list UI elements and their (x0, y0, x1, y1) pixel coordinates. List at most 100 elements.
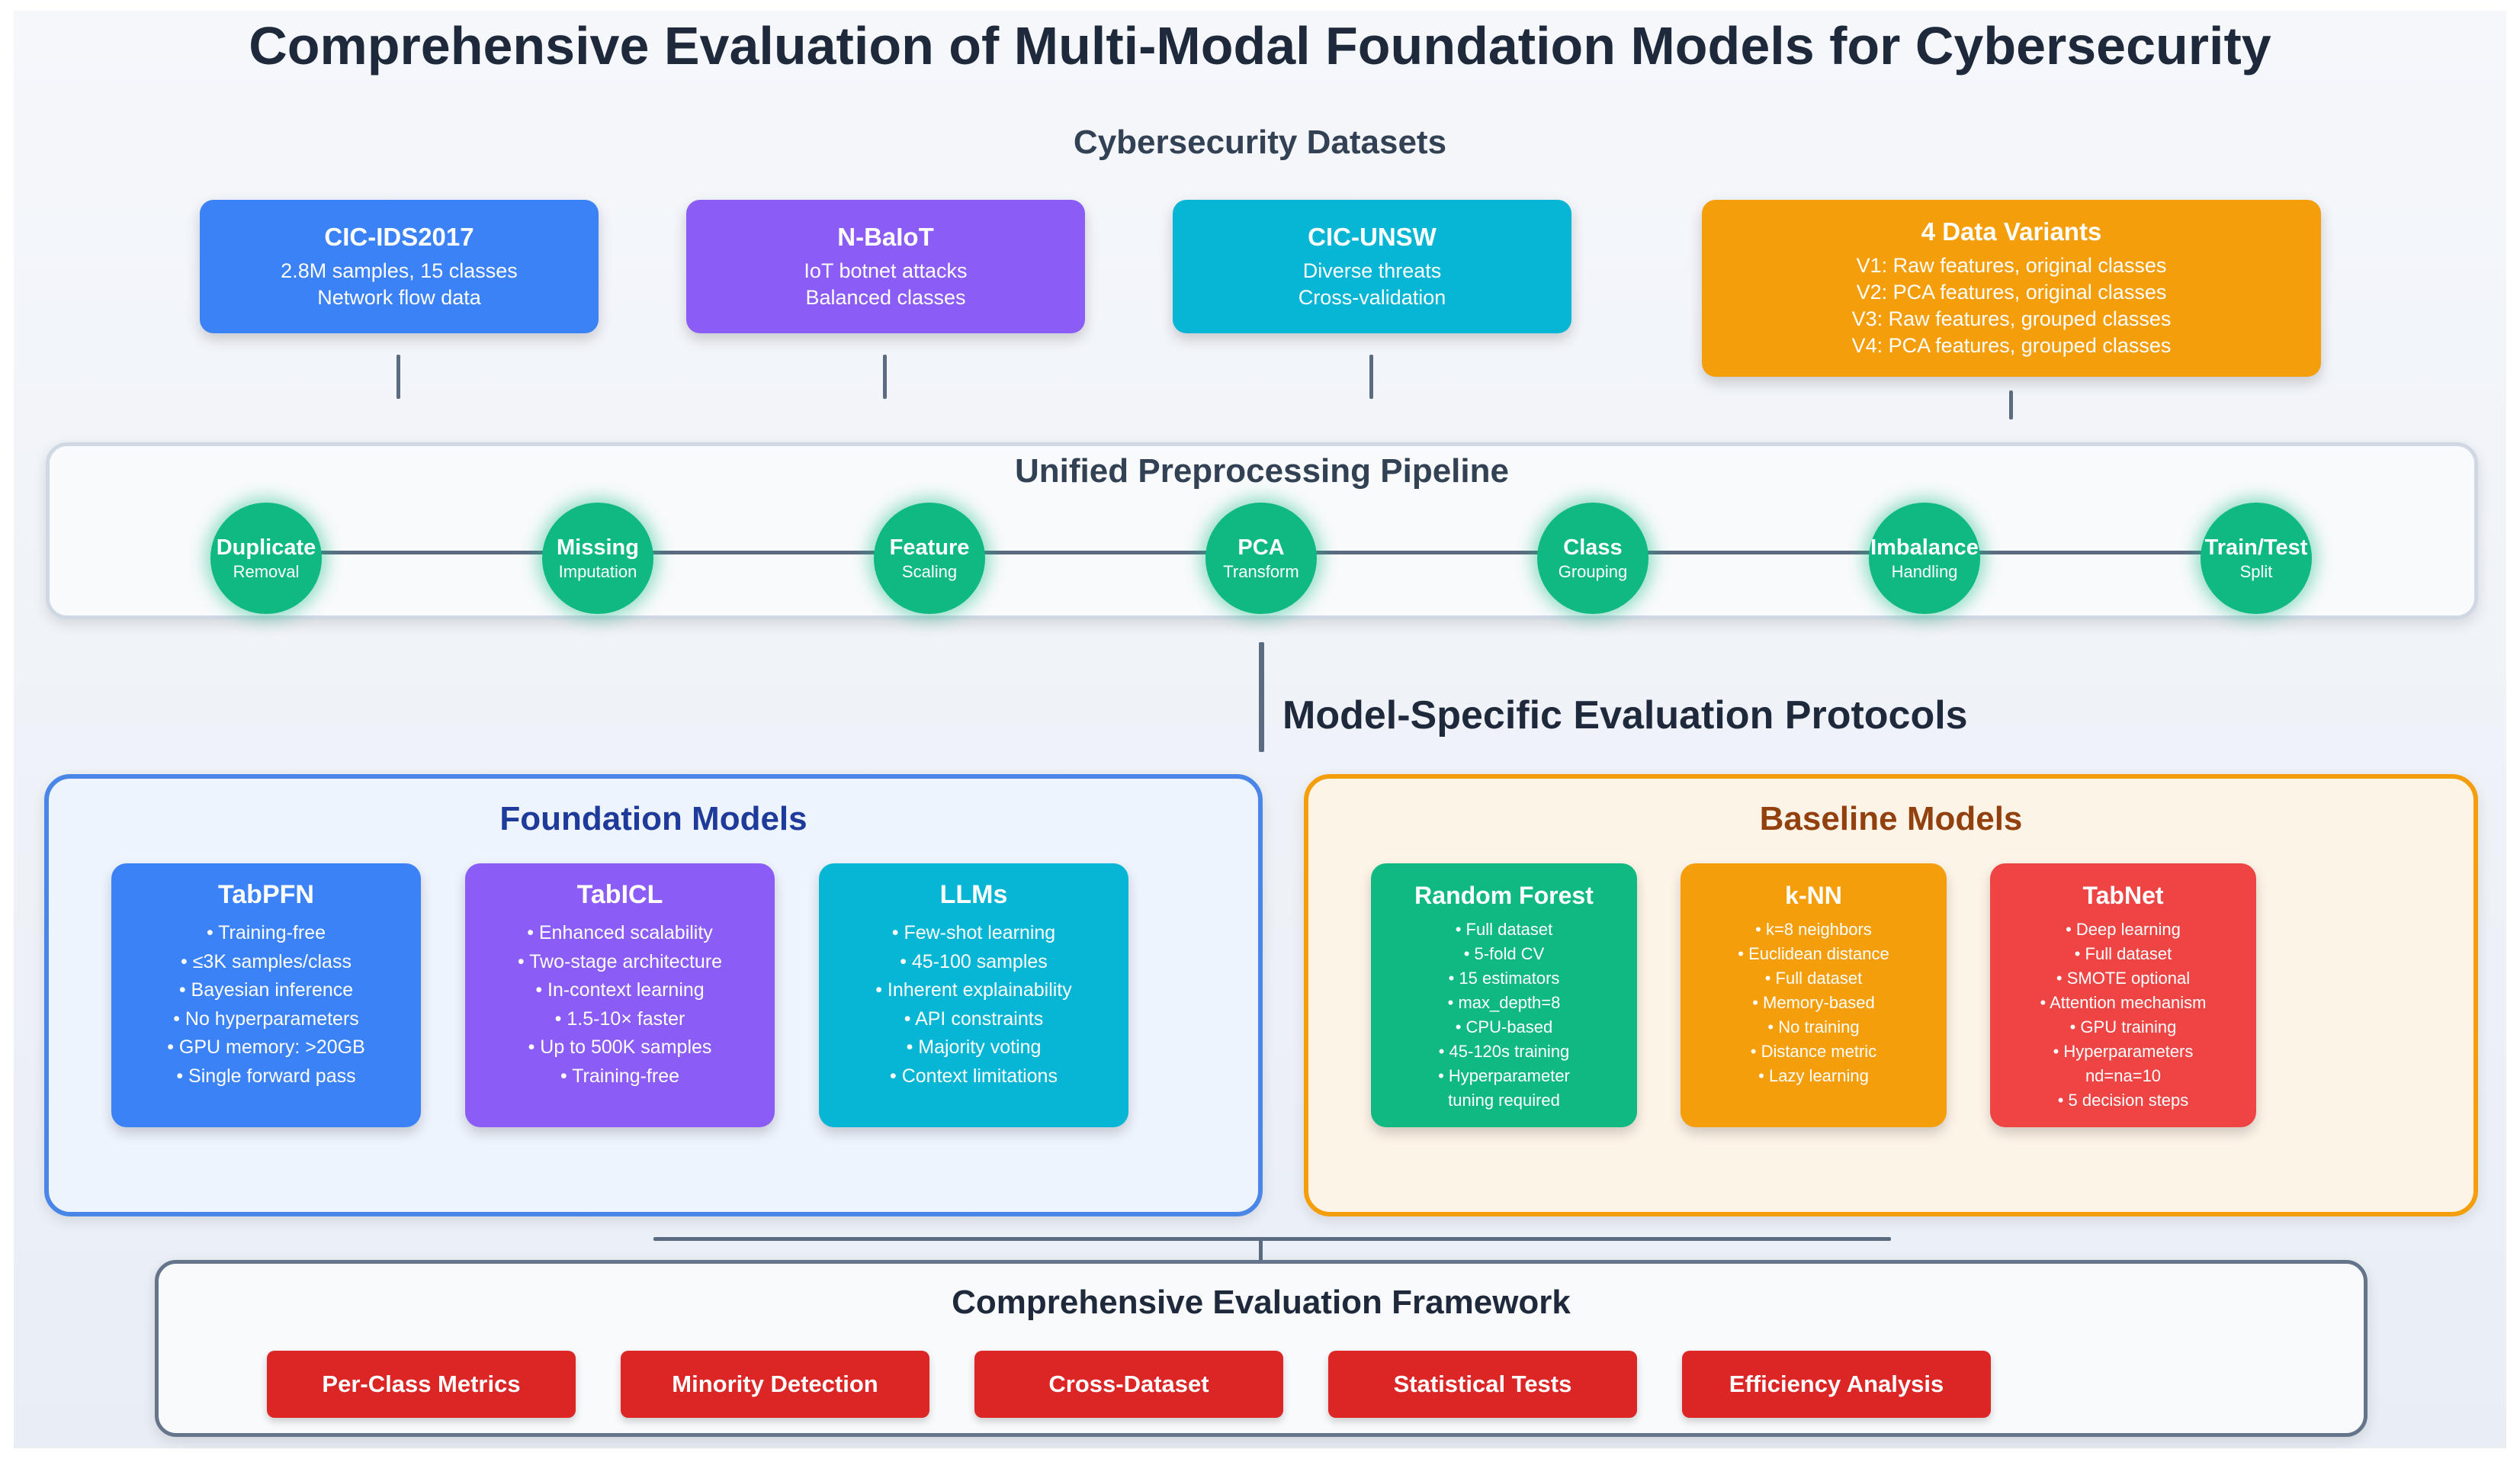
model-feature: • Lazy learning (1758, 1066, 1869, 1085)
step-name: Class (1563, 535, 1623, 560)
model-feature: • Bayesian inference (178, 979, 354, 1001)
model-feature: • Context limitations (890, 1065, 1058, 1087)
step-sub: Scaling (901, 561, 958, 581)
model-feature: • No training (1767, 1017, 1860, 1036)
model-feature: • Deep learning (2066, 920, 2181, 939)
model-feature: • Few-shot learning (891, 922, 1056, 943)
model-feature: • Enhanced scalability (527, 922, 713, 943)
data-variants-box: 4 Data Variants V1: Raw features, origin… (1702, 200, 2321, 377)
model-feature: • Training-free (560, 1065, 680, 1087)
connector-line (1259, 1237, 1263, 1261)
model-feature: • Memory-based (1752, 993, 1875, 1012)
dataset-line: Network flow data (317, 285, 481, 309)
variant-line: V4: PCA features, grouped classes (1851, 334, 2172, 357)
metric-efficiency-analysis: Efficiency Analysis (1682, 1351, 1991, 1418)
model-feature: • Hyperparameter (1438, 1066, 1570, 1085)
step-sub: Imputation (558, 561, 637, 581)
page-title: Comprehensive Evaluation of Multi-Modal … (249, 16, 2271, 76)
model-feature: • CPU-based (1455, 1017, 1553, 1036)
connector-line (2009, 390, 2013, 419)
evaluation-title: Comprehensive Evaluation Framework (952, 1284, 1571, 1321)
model-feature: • Two-stage architecture (517, 950, 723, 972)
variant-line: V3: Raw features, grouped classes (1851, 307, 2172, 330)
model-card-tabpfn: TabPFN • Training-free • ≤3K samples/cla… (111, 863, 421, 1127)
model-feature: nd=na=10 (2085, 1066, 2162, 1085)
model-feature: • Distance metric (1750, 1042, 1877, 1061)
model-feature: • GPU training (2069, 1017, 2177, 1036)
model-name: TabPFN (218, 880, 314, 909)
model-feature: • No hyperparameters (173, 1007, 359, 1030)
step-name: Feature (889, 535, 970, 560)
protocols-label: Model-Specific Evaluation Protocols (1282, 693, 1968, 738)
model-card-random-forest: Random Forest • Full dataset • 5-fold CV… (1371, 863, 1637, 1127)
pipeline-step-missing-imputation: Missing Imputation (542, 503, 653, 614)
model-name: Random Forest (1414, 882, 1594, 909)
pipeline-step-train-test-split: Train/Test Split (2201, 503, 2312, 614)
dataset-line: Balanced classes (805, 285, 966, 309)
model-feature: • Euclidean distance (1738, 944, 1889, 963)
metric-per-class: Per-Class Metrics (267, 1351, 576, 1418)
connector-line (396, 355, 400, 399)
model-feature: • Inherent explainability (875, 979, 1072, 1001)
model-feature: • 1.5-10× faster (554, 1007, 685, 1030)
step-name: Missing (557, 535, 639, 560)
metric-statistical-tests: Statistical Tests (1328, 1351, 1637, 1418)
dataset-name: CIC-UNSW (1308, 222, 1437, 251)
model-feature: • SMOTE optional (2056, 969, 2191, 988)
model-feature: • 45-120s training (1438, 1042, 1570, 1061)
model-feature: • GPU memory: >20GB (167, 1036, 365, 1058)
dataset-name: N-BaIoT (837, 222, 934, 251)
variant-line: V2: PCA features, original classes (1856, 281, 2167, 304)
model-name: k-NN (1785, 882, 1842, 909)
model-card-knn: k-NN • k=8 neighbors • Euclidean distanc… (1681, 863, 1947, 1127)
variants-title: 4 Data Variants (1921, 217, 2102, 246)
model-feature: • Majority voting (906, 1036, 1042, 1058)
pipeline-step-feature-scaling: Feature Scaling (874, 503, 985, 614)
model-feature: • Full dataset (1455, 920, 1553, 939)
dataset-box-cic-ids2017: CIC-IDS2017 2.8M samples, 15 classes Net… (200, 200, 599, 333)
foundation-models-title: Foundation Models (499, 800, 807, 837)
connector-line (883, 355, 887, 399)
model-feature: • Full dataset (2074, 944, 2172, 963)
dataset-line: IoT botnet attacks (804, 259, 968, 282)
pipeline-step-class-grouping: Class Grouping (1537, 503, 1648, 614)
model-feature: • Training-free (206, 922, 326, 943)
connector-line (1259, 642, 1264, 752)
step-name: Duplicate (216, 535, 316, 560)
model-feature: • In-context learning (535, 979, 705, 1001)
step-sub: Handling (1891, 561, 1958, 581)
model-feature: • Single forward pass (176, 1065, 356, 1087)
model-name: LLMs (939, 880, 1008, 909)
pipeline-step-pca-transform: PCA Transform (1205, 503, 1317, 614)
dataset-box-n-baiot: N-BaIoT IoT botnet attacks Balanced clas… (686, 200, 1085, 333)
baseline-models-title: Baseline Models (1759, 800, 2023, 837)
model-feature: • 45-100 samples (900, 950, 1048, 972)
model-feature: • ≤3K samples/class (181, 950, 352, 972)
step-sub: Grouping (1558, 561, 1628, 581)
step-sub: Split (2239, 561, 2273, 581)
dataset-line: Diverse threats (1302, 259, 1442, 282)
dataset-name: CIC-IDS2017 (324, 222, 474, 251)
datasets-label: Cybersecurity Datasets (1073, 124, 1447, 161)
model-feature: • Hyperparameters (2053, 1042, 2194, 1061)
model-card-tabnet: TabNet • Deep learning • Full dataset • … (1990, 863, 2256, 1127)
model-feature: • 15 estimators (1448, 969, 1560, 988)
dataset-line: Cross-validation (1298, 285, 1446, 309)
model-card-tabicl: TabICL • Enhanced scalability • Two-stag… (465, 863, 775, 1127)
step-name: PCA (1238, 535, 1285, 560)
connector-line (653, 1237, 1891, 1241)
model-feature: tuning required (1448, 1091, 1560, 1110)
connector-line (1369, 355, 1373, 399)
model-name: TabICL (576, 880, 663, 909)
pipeline-title: Unified Preprocessing Pipeline (1015, 452, 1509, 490)
model-name: TabNet (2082, 882, 2164, 909)
model-feature: • Up to 500K samples (528, 1036, 712, 1058)
metric-cross-dataset: Cross-Dataset (974, 1351, 1283, 1418)
variant-line: V1: Raw features, original classes (1856, 254, 2167, 277)
pipeline-step-duplicate-removal: Duplicate Removal (210, 503, 322, 614)
step-sub: Removal (233, 561, 300, 581)
model-feature: • Attention mechanism (2040, 993, 2207, 1012)
model-feature: • max_depth=8 (1447, 993, 1561, 1012)
pipeline-step-imbalance-handling: Imbalance Handling (1869, 503, 1980, 614)
step-name: Imbalance (1870, 535, 1979, 560)
